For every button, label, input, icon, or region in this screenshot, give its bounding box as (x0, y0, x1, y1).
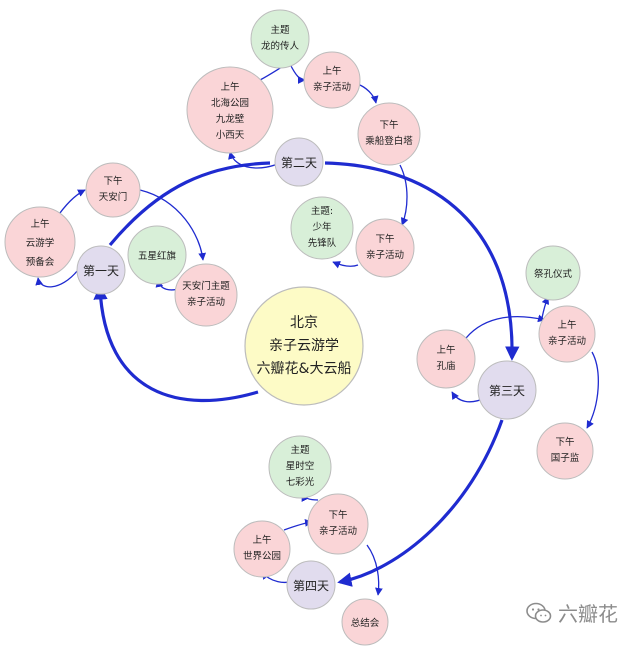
center-line-2: 亲子云游学 (269, 338, 339, 354)
day-label: 第二天 (281, 156, 317, 170)
svg-text:七彩光: 七彩光 (286, 476, 315, 488)
node-day1-theme: 五星红旗 (127, 225, 187, 285)
svg-text:先锋队: 先锋队 (308, 237, 337, 249)
wechat-icon (526, 602, 552, 623)
svg-text:上午: 上午 (220, 81, 239, 93)
svg-text:云游学: 云游学 (26, 237, 55, 249)
svg-text:亲子活动: 亲子活动 (366, 249, 404, 261)
svg-text:北海公园: 北海公园 (211, 97, 249, 109)
svg-text:上午: 上午 (252, 534, 271, 546)
watermark-text: 六瓣花 (558, 602, 618, 626)
svg-text:下午: 下午 (103, 175, 122, 187)
day-node-1: 第一天 (76, 245, 126, 295)
svg-text:下午: 下午 (328, 509, 347, 521)
svg-text:少年: 少年 (312, 221, 332, 233)
node-day2-pm: 下午 乘船登白塔 (357, 102, 421, 166)
svg-text:主题: 主题 (270, 24, 290, 36)
node-day1-pm: 下午 天安门 (85, 162, 141, 218)
node-day4-end: 总结会 (341, 598, 389, 646)
node-day2-pm-activity: 下午 亲子活动 (355, 218, 415, 278)
center-node: 北京 亲子云游学 六瓣花&大云船 (244, 286, 364, 406)
main-route-arrows (93, 161, 520, 587)
node-day3-pm: 下午 国子监 (536, 422, 594, 480)
svg-text:乘船登白塔: 乘船登白塔 (365, 135, 413, 147)
svg-text:天安门主题: 天安门主题 (182, 280, 230, 292)
node-day3-am-activity: 上午 亲子活动 (538, 305, 596, 363)
svg-text:上午: 上午 (436, 344, 455, 356)
node-day2-theme-2: 主题: 少年 先锋队 (290, 196, 354, 260)
svg-text:下午: 下午 (379, 119, 398, 131)
svg-text:九龙壁: 九龙壁 (216, 113, 245, 125)
node-day4-am: 上午 世界公园 (233, 520, 291, 578)
day-label: 第三天 (489, 384, 525, 398)
svg-text:孔庙: 孔庙 (436, 360, 455, 372)
svg-text:五星红旗: 五星红旗 (138, 250, 177, 262)
arrow-day1-to-day2 (108, 161, 271, 247)
svg-text:主题: 主题 (290, 444, 310, 456)
day-node-4: 第四天 (286, 560, 336, 610)
center-line-3: 六瓣花&大云船 (257, 361, 352, 377)
svg-text:主题:: 主题: (311, 205, 333, 217)
svg-text:亲子活动: 亲子活动 (313, 81, 351, 93)
arrow-day2-to-day3 (324, 161, 520, 361)
day-node-3: 第三天 (477, 360, 537, 420)
node-day2-theme-1: 主题 龙的传人 (250, 9, 310, 69)
arrow-day3-to-day4 (337, 419, 504, 587)
svg-text:下午: 下午 (375, 233, 394, 245)
node-day4-pm-activity: 下午 亲子活动 (307, 493, 369, 555)
svg-text:龙的传人: 龙的传人 (261, 40, 300, 52)
node-day2-am-activity: 上午 亲子活动 (303, 51, 361, 109)
svg-text:总结会: 总结会 (351, 617, 380, 629)
arrow-center-to-day1 (93, 285, 259, 403)
day-label: 第一天 (83, 264, 119, 278)
watermark: 六瓣花 (526, 598, 618, 627)
svg-text:国子监: 国子监 (551, 452, 580, 464)
svg-text:星时空: 星时空 (286, 460, 315, 472)
day-label: 第四天 (293, 579, 329, 593)
node-day2-am: 上午 北海公园 九龙壁 小西天 (186, 66, 274, 154)
svg-text:小西天: 小西天 (216, 130, 245, 141)
svg-text:世界公园: 世界公园 (243, 550, 281, 562)
svg-text:下午: 下午 (555, 436, 574, 448)
center-line-1: 北京 (290, 315, 318, 331)
node-day4-theme: 主题 星时空 七彩光 (268, 435, 332, 499)
svg-text:天安门: 天安门 (99, 191, 128, 203)
svg-text:上午: 上午 (557, 319, 576, 331)
svg-text:亲子活动: 亲子活动 (187, 296, 225, 308)
svg-text:亲子活动: 亲子活动 (548, 335, 586, 347)
svg-text:预备会: 预备会 (26, 256, 55, 268)
node-day3-am: 上午 孔庙 (416, 329, 476, 389)
node-day1-am: 上午 云游学 预备会 (4, 206, 76, 278)
node-day1-activity: 天安门主题 亲子活动 (174, 263, 238, 327)
day-node-2: 第二天 (274, 137, 324, 187)
svg-text:上午: 上午 (30, 218, 49, 230)
svg-text:祭孔仪式: 祭孔仪式 (534, 268, 573, 280)
svg-text:亲子活动: 亲子活动 (319, 525, 357, 537)
node-day3-theme: 祭孔仪式 (525, 245, 581, 301)
svg-text:上午: 上午 (322, 65, 341, 77)
